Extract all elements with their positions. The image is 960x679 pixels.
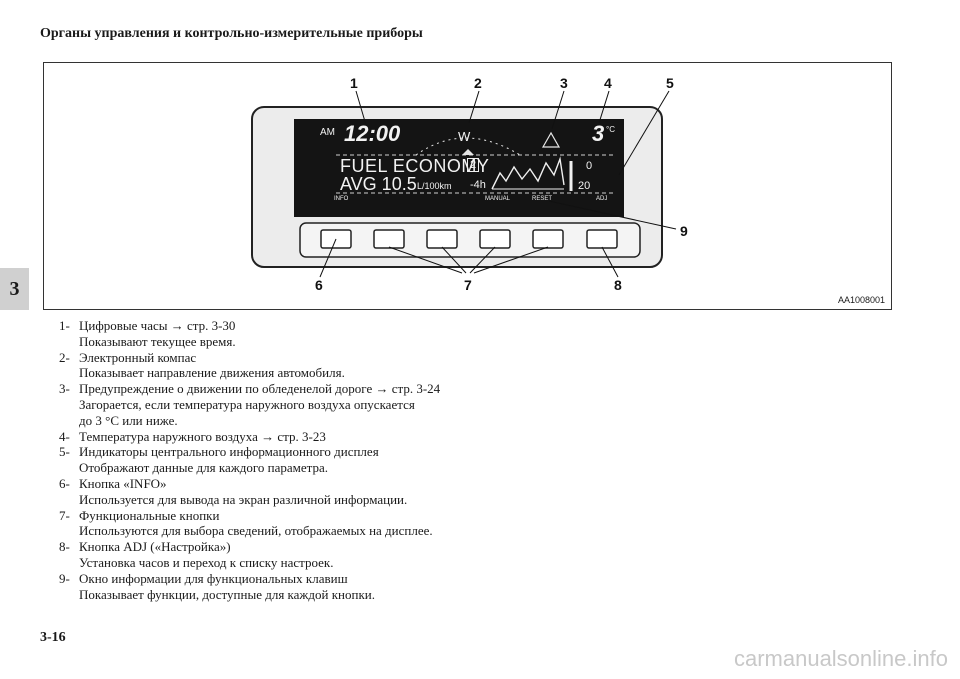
soft-key-info: INFO [334,196,349,202]
figure-id: AA1008001 [837,295,885,305]
function-button-4 [532,229,564,249]
legend-title: Индикаторы центрального информационного … [79,444,379,460]
legend-title: Цифровые часы → стр. 3-30 [79,318,236,333]
lcd-screen [294,119,624,217]
page-title: Органы управления и контрольно-измерител… [40,26,423,41]
adj-button [586,229,618,249]
lcd-line-1: FUEL ECONOMY [340,156,490,176]
legend-number: 8- [59,539,70,555]
graph-scale-top: 0 [586,160,593,172]
legend-desc: Используются для выбора сведений, отобра… [79,523,433,539]
chapter-tab: 3 [0,268,29,310]
callout-5: 5 [666,75,674,91]
callout-9: 9 [680,223,688,239]
legend-item: 4- Температура наружного воздуха → стр. … [59,429,759,445]
legend-number: 9- [59,570,70,586]
graph-scale-bottom: 20 [578,180,591,192]
legend-title: Предупреждение о движении по обледенелой… [79,381,441,397]
soft-key-manual: MANUAL [485,196,511,202]
legend-desc: Загорается, если температура наружного в… [79,396,415,412]
page-number: 3-16 [40,630,66,645]
function-button-3 [479,229,511,249]
leader-lines [319,90,677,278]
legend-title: Электронный компас [79,349,197,365]
legend-number: 5- [59,444,70,460]
legend-item: 6- Кнопка «INFO» Используется для вывода… [59,476,759,508]
display-illustration [251,90,677,278]
function-button-2 [426,229,458,249]
legend-desc: Используется для вывода на экран различн… [79,491,408,507]
clock-readout: 12:00 [344,121,401,146]
legend-desc: Установка часов и переход к списку настр… [79,554,334,570]
compass-readout: W [458,129,471,144]
legend-number: 6- [59,475,70,491]
soft-key-adj: ADJ [596,196,608,202]
legend-title: Функциональные кнопки [79,507,220,523]
legend-desc: Показывают текущее время. [79,333,236,349]
legend-number: 1- [59,318,70,333]
function-button-1 [373,229,405,249]
callout-3: 3 [560,75,568,91]
legend-title: Окно информации для функциональных клави… [79,570,348,586]
legend-number: 2- [59,349,70,365]
callout-7: 7 [464,277,472,293]
legend-number: 7- [59,507,70,523]
watermark-link[interactable]: carmanualsonline.info [733,646,948,671]
callout-2: 2 [474,75,482,91]
lcd-line-2-main: AVG 10.5 [340,174,417,194]
legend-item: 7- Функциональные кнопки Используются дл… [59,508,759,540]
callout-6: 6 [315,277,323,293]
legend-desc: Отображают данные для каждого параметра. [79,460,328,476]
lcd-line-1-badge: 2 [467,158,480,172]
soft-key-reset: RESET [532,196,553,202]
figure-frame: AM 12:00 W 3 °C FUEL ECONOMY 2 AVG 10.5 … [43,62,892,310]
graph-time-label: -4h [470,179,486,191]
temperature-unit: °C [606,125,615,134]
legend-title: Кнопка «INFO» [79,475,167,491]
legend-desc: Показывает направление движения автомоби… [79,365,345,381]
legend-desc: до 3 °C или ниже. [79,412,178,428]
legend-item: 5- Индикаторы центрального информационно… [59,444,759,476]
legend-title: Кнопка ADJ («Настройка») [79,539,231,555]
legend-list: 1- Цифровые часы → стр. 3-30 Показывают … [59,318,759,602]
legend-number: 4- [59,428,70,444]
legend-item: 8- Кнопка ADJ («Настройка») Установка ча… [59,539,759,571]
legend-item: 3- Предупреждение о движении по обледене… [59,381,759,428]
legend-item: 9- Окно информации для функциональных кл… [59,571,759,603]
callout-8: 8 [614,277,622,293]
callout-1: 1 [350,75,358,91]
legend-title: Температура наружного воздуха → стр. 3-2… [79,428,326,444]
callout-4: 4 [604,75,612,91]
legend-desc: Показывает функции, доступные для каждой… [79,586,375,602]
am-indicator: AM [320,127,335,138]
legend-item: 2- Электронный компас Показывает направл… [59,350,759,382]
legend-item: 1- Цифровые часы → стр. 3-30 Показывают … [59,318,759,350]
temperature-readout: 3 [592,121,605,146]
lcd-line-2-unit: L/100km [417,181,452,191]
legend-number: 3- [59,381,70,397]
